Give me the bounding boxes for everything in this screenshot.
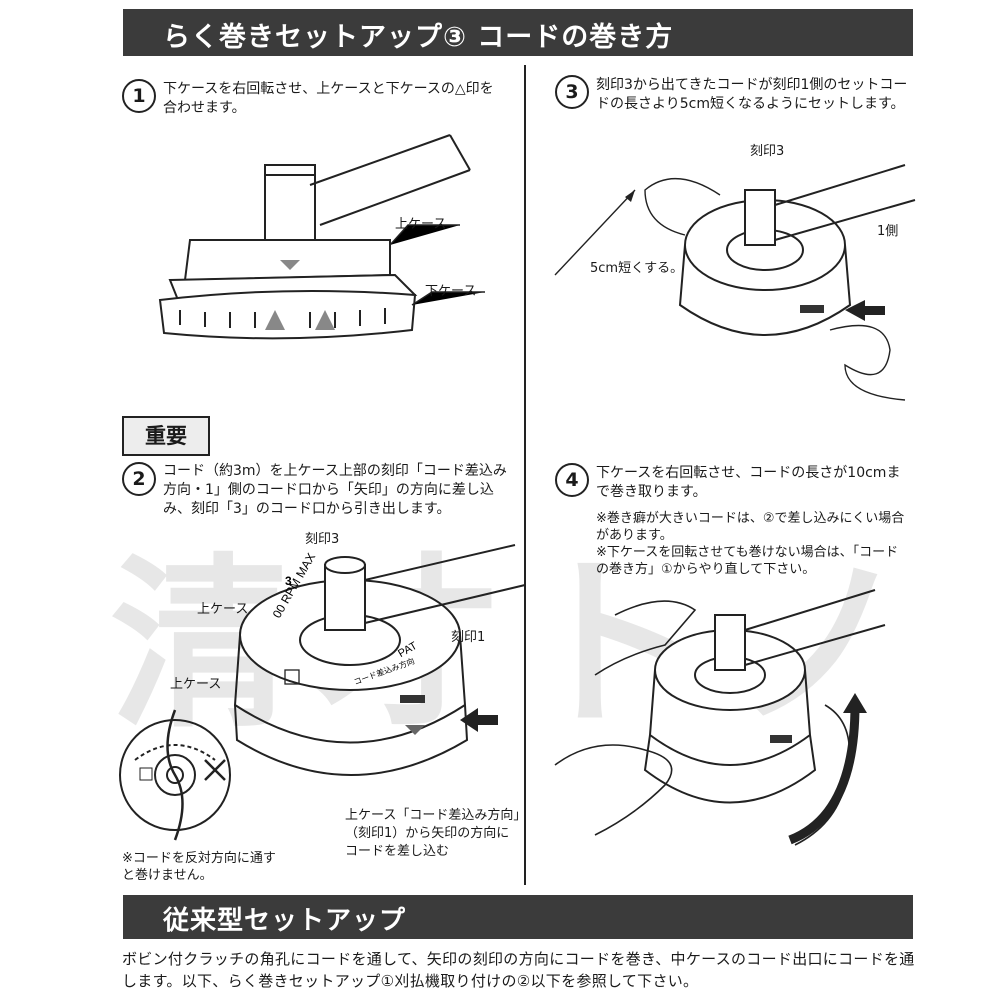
step2-device-illustration: 00 RPM MAX PAT 3 コード差込み方向	[233, 544, 526, 776]
step1-label-upper-case: 上ケース	[395, 217, 447, 232]
step2-note: ※コードを反対方向に通すと巻けません。	[122, 851, 276, 883]
step2-label-mark1: 刻印1	[451, 630, 486, 645]
step1-illustration	[158, 134, 485, 340]
conventional-setup-text: ボビン付クラッチの角孔にコードを通して、矢印の刻印の方向にコードを巻き、中ケース…	[122, 950, 915, 990]
step4-illustration	[554, 589, 886, 846]
step1-label-lower-case: 下ケース	[425, 284, 477, 299]
important-badge: 重要	[122, 416, 210, 456]
step4-text: 下ケースを右回転させ、コードの長さが10cmまで巻き取ります。	[596, 465, 901, 500]
step2-caption: 上ケース「コード差込み方向」（刻印1）から矢印の方向にコードを差し込む	[345, 808, 520, 859]
step1-number: 1	[122, 79, 156, 113]
step3-text: 刻印3から出てきたコードが刻印1側のセットコードの長さより5cm短くなるようにセ…	[596, 77, 908, 112]
step2-label-mark3: 刻印3	[305, 532, 340, 547]
section-banner-conventional: 従来型セットアップ	[123, 895, 913, 939]
step2-number: 2	[122, 462, 156, 496]
step2-text: コード（約3m）を上ケース上部の刻印「コード差込み方向・1」側のコード口から「矢…	[163, 463, 507, 517]
step2-top-view-illustration	[119, 709, 231, 841]
step2-label-small-upper-case: 上ケース	[170, 677, 222, 692]
section-title-conventional: 従来型セットアップ	[163, 906, 407, 936]
step3-label-side1: 1側	[877, 224, 899, 239]
column-divider	[524, 65, 526, 885]
step3-label-mark3: 刻印3	[750, 144, 785, 159]
device-digit-mark: 3	[285, 574, 292, 588]
step3-number: 3	[555, 75, 589, 109]
step3-label-5cm: 5cm短くする。	[590, 261, 684, 276]
step4-note2: ※下ケースを回転させても巻けない場合は、「コードの巻き方」①からやり直して下さい…	[596, 545, 899, 577]
step2-label-upper-case: 上ケース	[197, 602, 249, 617]
header-banner: らく巻きセットアップ③ コードの巻き方	[123, 9, 913, 56]
page-title: らく巻きセットアップ③ コードの巻き方	[163, 22, 674, 53]
step3-illustration	[554, 164, 916, 401]
step4-note1: ※巻き癖が大きいコードは、②で差し込みにくい場合があります。	[596, 511, 905, 543]
step1-text: 下ケースを右回転させ、上ケースと下ケースの△印を合わせます。	[163, 81, 494, 116]
step4-number: 4	[555, 463, 589, 497]
step2-insert-arrow	[460, 708, 498, 732]
